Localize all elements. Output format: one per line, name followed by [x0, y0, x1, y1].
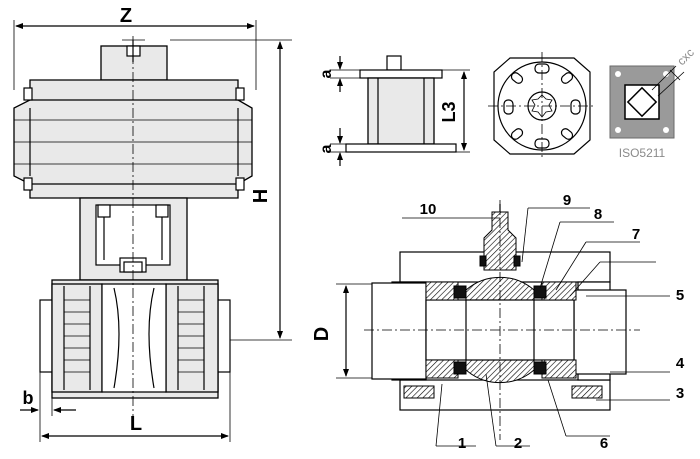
- callout-5: 5: [676, 287, 684, 304]
- dimension-b: b: [20, 388, 76, 416]
- dimension-l: L: [39, 372, 231, 442]
- section-view: D 10 9 8 7 5 4 3 6: [311, 192, 685, 452]
- callout-2: 2: [514, 435, 522, 452]
- label-cxc: cxc: [674, 45, 697, 68]
- callout-3: 3: [676, 385, 684, 402]
- label-l3: L3: [439, 101, 459, 122]
- callout-6: 6: [600, 435, 608, 452]
- callout-1: 1: [458, 435, 466, 452]
- label-d: D: [311, 327, 333, 341]
- flange-top-view: [488, 52, 596, 160]
- bracket-view: a a L3: [318, 55, 470, 166]
- callout-8: 8: [594, 206, 602, 223]
- dimension-h: H: [170, 39, 292, 341]
- callout-10: 10: [420, 201, 437, 218]
- label-iso5211: ISO5211: [619, 146, 666, 160]
- label-h: H: [250, 189, 272, 203]
- dimension-z: Z: [13, 5, 257, 90]
- label-a-bottom: a: [318, 144, 335, 153]
- callout-9: 9: [563, 192, 571, 209]
- iso5211-icon: cxc ISO5211: [609, 45, 697, 160]
- label-a-top: a: [318, 69, 335, 78]
- front-view: Z: [13, 5, 292, 442]
- label-b: b: [23, 388, 34, 408]
- label-l: L: [130, 413, 142, 435]
- label-z: Z: [120, 5, 132, 27]
- callout-7: 7: [632, 226, 640, 243]
- callout-4: 4: [676, 355, 685, 372]
